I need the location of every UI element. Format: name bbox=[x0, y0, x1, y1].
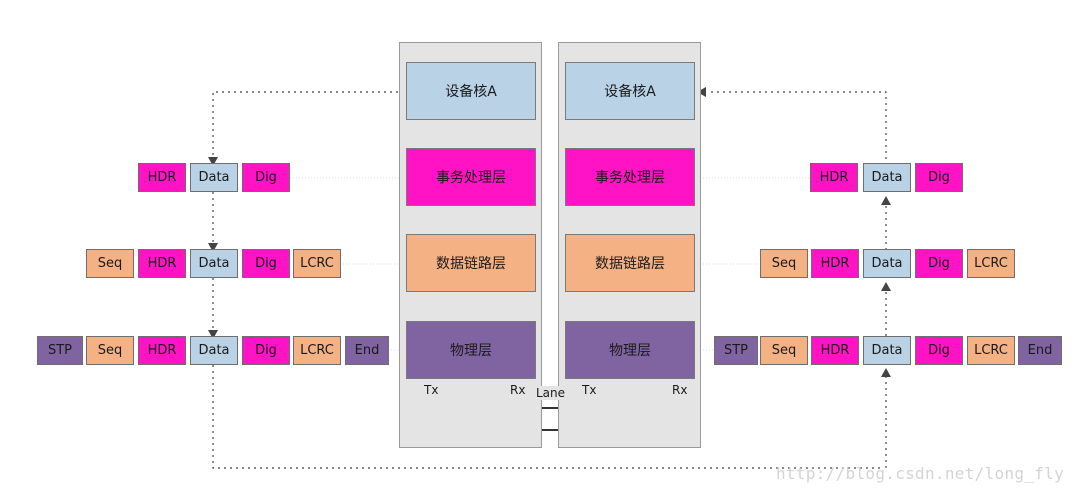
left-dotted-path bbox=[212, 91, 880, 469]
left-tlp-data: Data bbox=[190, 163, 238, 192]
right-transaction-layer: 事务处理层 bbox=[565, 148, 695, 206]
left-dll-data: Data bbox=[190, 249, 238, 278]
right-tlp-data: Data bbox=[863, 163, 911, 192]
left-tx-label: Tx bbox=[424, 383, 439, 397]
right-rx-label: Rx bbox=[672, 383, 688, 397]
left-phy-end: End bbox=[345, 336, 389, 365]
left-rx-label: Rx bbox=[510, 383, 526, 397]
right-phy-data: Data bbox=[863, 336, 911, 365]
right-phy-hdr: HDR bbox=[811, 336, 859, 365]
right-tlp-dig: Dig bbox=[915, 163, 963, 192]
left-dll-dig: Dig bbox=[242, 249, 290, 278]
right-dll-seq: Seq bbox=[760, 249, 808, 278]
left-dll-hdr: HDR bbox=[138, 249, 186, 278]
right-tlp-hdr: HDR bbox=[810, 163, 858, 192]
left-tlp-hdr: HDR bbox=[138, 163, 186, 192]
left-phy-stp: STP bbox=[37, 336, 83, 365]
right-dotted-path bbox=[708, 91, 887, 468]
right-phy-lcrc: LCRC bbox=[967, 336, 1015, 365]
lane-label: Lane bbox=[534, 386, 568, 400]
left-dll-lcrc: LCRC bbox=[293, 249, 341, 278]
right-physical-layer: 物理层 bbox=[565, 321, 695, 379]
right-dll-hdr: HDR bbox=[811, 249, 859, 278]
right-phy-stp: STP bbox=[714, 336, 758, 365]
left-physical-layer: 物理层 bbox=[406, 321, 536, 379]
left-phy-hdr: HDR bbox=[138, 336, 186, 365]
right-tx-label: Tx bbox=[582, 383, 597, 397]
left-phy-dig: Dig bbox=[242, 336, 290, 365]
right-phy-end: End bbox=[1018, 336, 1062, 365]
left-phy-data: Data bbox=[190, 336, 238, 365]
right-dll-dig: Dig bbox=[915, 249, 963, 278]
right-dll-data: Data bbox=[863, 249, 911, 278]
left-data-link-layer: 数据链路层 bbox=[406, 234, 536, 292]
left-dll-seq: Seq bbox=[86, 249, 134, 278]
right-data-link-layer: 数据链路层 bbox=[565, 234, 695, 292]
watermark: http://blog.csdn.net/long_fly bbox=[776, 464, 1065, 483]
left-device-core: 设备核A bbox=[406, 62, 536, 120]
left-tlp-dig: Dig bbox=[242, 163, 290, 192]
right-phy-dig: Dig bbox=[915, 336, 963, 365]
left-phy-seq: Seq bbox=[86, 336, 134, 365]
left-transaction-layer: 事务处理层 bbox=[406, 148, 536, 206]
left-phy-lcrc: LCRC bbox=[293, 336, 341, 365]
right-phy-seq: Seq bbox=[760, 336, 808, 365]
right-device-core: 设备核A bbox=[565, 62, 695, 120]
right-dll-lcrc: LCRC bbox=[967, 249, 1015, 278]
